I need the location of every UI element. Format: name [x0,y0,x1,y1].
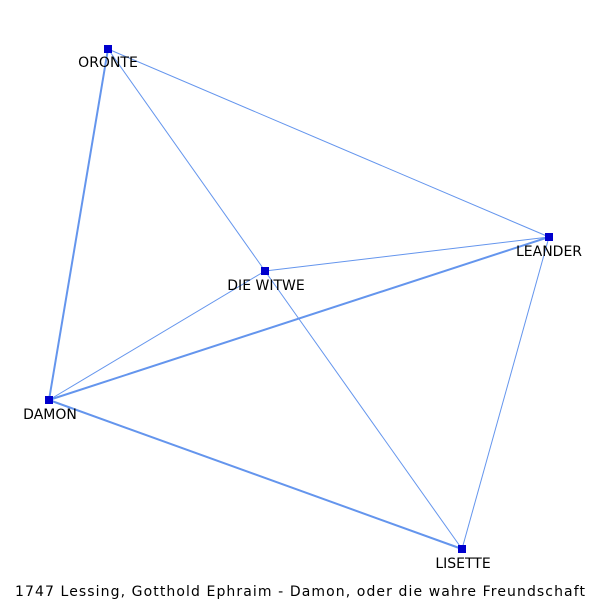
node-marker [261,267,269,275]
node-marker [104,45,112,53]
node-leander[interactable]: LEANDER [516,233,582,260]
node-marker [45,396,53,404]
edge-oronte-damon [48,48,109,401]
edges-layer [48,48,550,550]
edge-leander-lisette [461,236,550,550]
nodes-layer: ORONTE LEANDER DIE WITWE DAMON LISETTE [23,45,582,572]
edge-damon-lisette [48,399,463,550]
node-damon[interactable]: DAMON [23,396,77,423]
node-label: DIE WITWE [227,278,304,294]
edge-witwe-leander [264,236,550,272]
node-label: DAMON [23,407,77,423]
node-label: ORONTE [78,55,138,71]
node-marker [545,233,553,241]
edge-witwe-damon [48,270,266,401]
node-label: LEANDER [516,244,582,260]
edge-damon-leander [48,236,550,401]
edge-oronte-witwe [107,48,266,272]
graph-caption: 1747 Lessing, Gotthold Ephraim - Damon, … [15,584,586,600]
node-label: LISETTE [435,556,490,572]
node-oronte[interactable]: ORONTE [78,45,138,71]
node-marker [458,545,466,553]
edge-witwe-lisette [264,270,463,550]
edge-oronte-leander [107,48,550,238]
node-lisette[interactable]: LISETTE [435,545,491,572]
node-witwe[interactable]: DIE WITWE [227,267,305,294]
